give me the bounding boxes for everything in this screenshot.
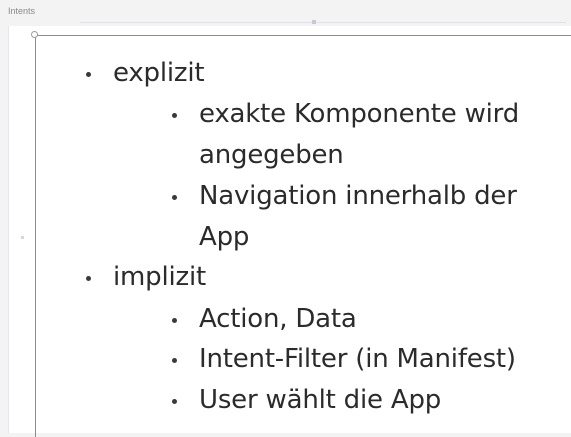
- frame-top-marker: [312, 20, 316, 24]
- text-box-selection[interactable]: [35, 35, 571, 437]
- list-item-exakte-komponente[interactable]: exakte Komponente wird: [199, 99, 520, 129]
- bullet-dot-icon: [86, 72, 91, 77]
- bullet-dot-icon: [172, 358, 177, 363]
- list-item-implizit[interactable]: implizit: [113, 262, 206, 292]
- frame-top-divider: [80, 22, 566, 23]
- list-item-action-data[interactable]: Action, Data: [199, 304, 357, 334]
- list-item-navigation[interactable]: Navigation innerhalb der: [199, 181, 517, 211]
- frame-title: Intents: [8, 6, 36, 16]
- slide-canvas[interactable]: [8, 26, 571, 433]
- list-item-navigation-cont[interactable]: App: [199, 222, 250, 252]
- bullet-dot-icon: [172, 113, 177, 118]
- list-item-intent-filter[interactable]: Intent-Filter (in Manifest): [199, 344, 516, 374]
- bullet-dot-icon: [172, 318, 177, 323]
- resize-handle[interactable]: [31, 31, 38, 38]
- left-edge-marker: [21, 236, 24, 239]
- list-item-exakte-komponente-cont[interactable]: angegeben: [199, 140, 344, 170]
- list-item-explizit[interactable]: explizit: [113, 58, 205, 88]
- bullet-dot-icon: [172, 399, 177, 404]
- bullet-dot-icon: [172, 195, 177, 200]
- list-item-user-waehlt[interactable]: User wählt die App: [199, 385, 442, 415]
- bullet-dot-icon: [86, 276, 91, 281]
